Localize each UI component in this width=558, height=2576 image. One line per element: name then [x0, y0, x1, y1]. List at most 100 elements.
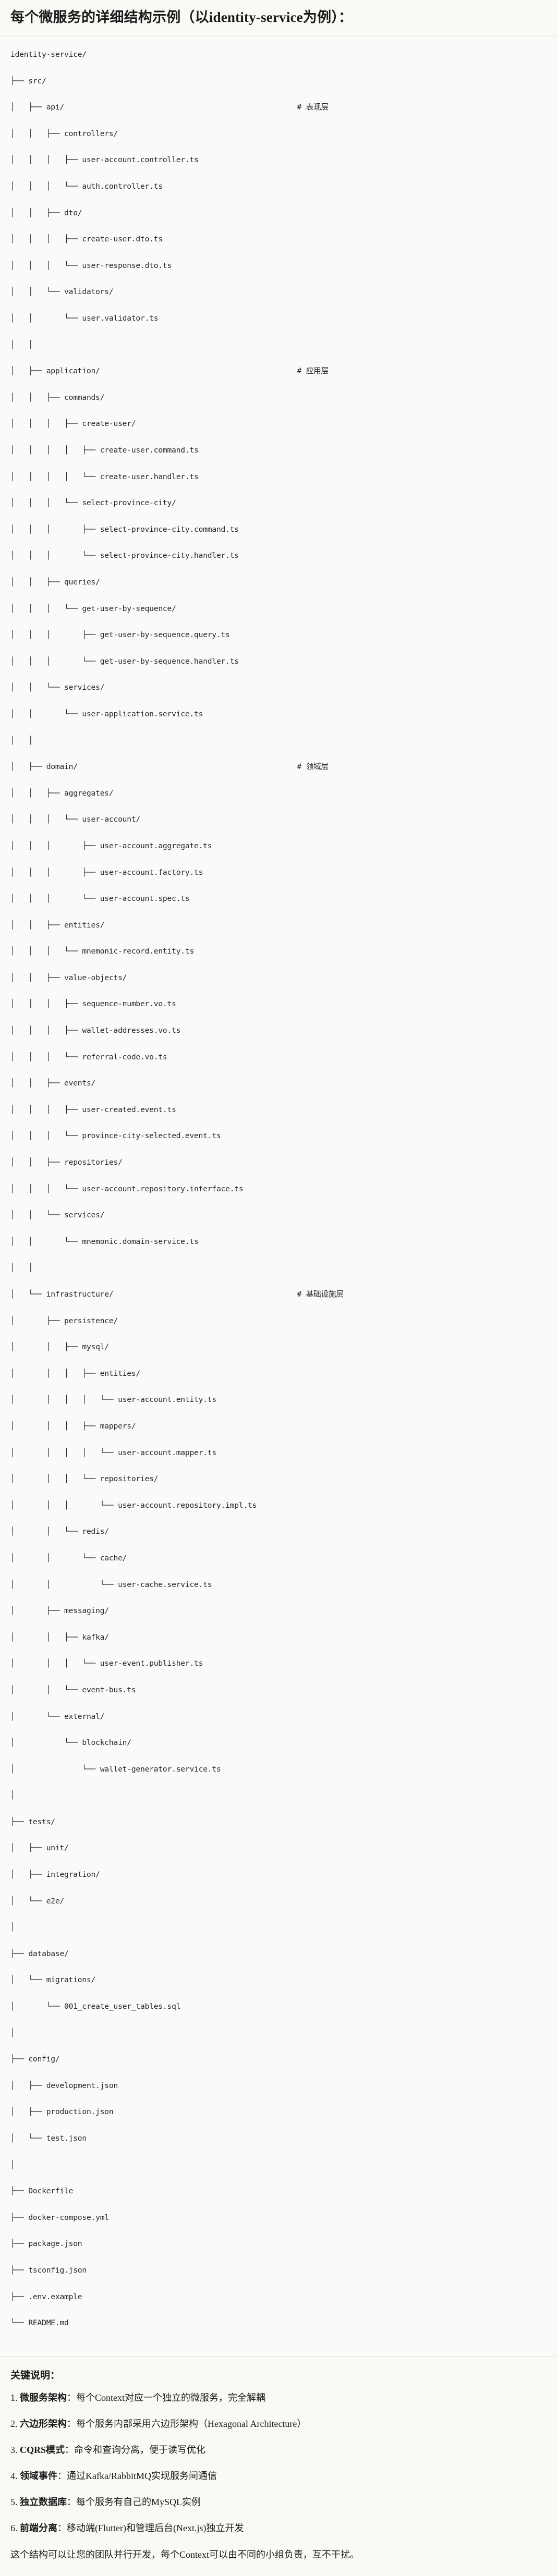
tree-row: │ │ │ └── user-account.repository.impl.t…: [10, 1499, 548, 1512]
tree-row: │ │ ├── aggregates/: [10, 787, 548, 800]
tree-row: │ │ │ └── user-account.spec.ts: [10, 892, 548, 905]
note-description: ：每个服务内部采用六边形架构（Hexagonal Architecture）: [67, 2418, 307, 2429]
tree-row: │ │ └── user-cache.service.ts: [10, 1578, 548, 1591]
tree-row: │ │ └── services/: [10, 1208, 548, 1222]
tree-row: ├── tests/: [10, 1815, 548, 1828]
tree-comment-spacer: [100, 367, 297, 375]
tree-node-label: │ │ └── user.validator.ts: [10, 314, 159, 323]
tree-row: │ ├── api/ # 表现层: [10, 101, 548, 114]
tree-row: │ └── external/: [10, 1710, 548, 1723]
tree-row: │ ├── development.json: [10, 2079, 548, 2092]
tree-node-label: │ │ │ │ └── user-account.mapper.ts: [10, 1448, 216, 1457]
tree-comment-spacer: [113, 1290, 297, 1299]
tree-node-label: │ └── e2e/: [10, 1896, 65, 1906]
tree-comment-spacer: [78, 762, 297, 771]
directory-tree: identity-service/ ├── src/ │ ├── api/ # …: [10, 48, 548, 2343]
tree-node-label: │ │: [10, 736, 33, 745]
tree-row: ├── config/: [10, 2053, 548, 2066]
tree-node-label: │ │ ├── mysql/: [10, 1342, 109, 1352]
tree-row: │: [10, 1921, 548, 1934]
tree-node-label: │ │ │ └── user-response.dto.ts: [10, 261, 172, 270]
tree-node-label: │ │ │ └── user-account.spec.ts: [10, 894, 190, 904]
tree-node-label: │ │ │ └── user-account.repository.impl.t…: [10, 1500, 257, 1510]
tree-row: │ │ │ │ └── user-account.mapper.ts: [10, 1446, 548, 1459]
tree-row: │ ├── unit/: [10, 1841, 548, 1854]
tree-row: │ └── blockchain/: [10, 1736, 548, 1749]
tree-node-label: │ │ │ └── user-event.publisher.ts: [10, 1659, 203, 1668]
tree-row: │ │ ├── controllers/: [10, 127, 548, 140]
tree-row: │ │ │ ├── select-province-city.command.t…: [10, 523, 548, 536]
tree-row: │ │ ├── dto/: [10, 206, 548, 219]
tree-node-label: │: [10, 2028, 15, 2037]
note-term: 前端分离: [20, 2522, 57, 2533]
tree-node-label: │ │ │ ├── entities/: [10, 1369, 140, 1378]
tree-node-label: ├── config/: [10, 2055, 60, 2064]
tree-row: │ └── 001_create_user_tables.sql: [10, 2000, 548, 2013]
tree-node-label: │ │ └── services/: [10, 683, 105, 692]
tree-row: │ └── infrastructure/ # 基础设施层: [10, 1288, 548, 1301]
tree-row: │ │ │ ├── get-user-by-sequence.query.ts: [10, 628, 548, 641]
note-description: ：每个服务有自己的MySQL实例: [67, 2496, 201, 2507]
tree-node-label: │ │ │ ├── user-account.factory.ts: [10, 868, 203, 877]
tree-row: │ ├── messaging/: [10, 1604, 548, 1617]
tree-row: │ │ │ └── select-province-city/: [10, 496, 548, 509]
tree-node-label: │ │: [10, 340, 33, 349]
tree-node-label: │ │ │ └── repositories/: [10, 1474, 159, 1484]
tree-node-label: │ │ ├── entities/: [10, 920, 105, 930]
tree-node-label: │ │ │ └── user-account.repository.interf…: [10, 1184, 244, 1193]
tree-node-label: ├── tsconfig.json: [10, 2265, 87, 2275]
tree-row: │ │ │ ├── sequence-number.vo.ts: [10, 997, 548, 1010]
tree-row: │ ├── persistence/: [10, 1314, 548, 1327]
tree-node-label: │ └── external/: [10, 1712, 105, 1721]
tree-node-label: └── README.md: [10, 2318, 69, 2328]
tree-node-label: │: [10, 2160, 15, 2169]
tree-row: │ │ ├── events/: [10, 1077, 548, 1090]
tree-node-label: │ │ │ └── province-city-selected.event.t…: [10, 1131, 221, 1141]
tree-node-label: │ │ ├── value-objects/: [10, 973, 127, 982]
tree-row: │ │ │ └── user-event.publisher.ts: [10, 1657, 548, 1670]
note-number: 3.: [10, 2444, 20, 2455]
tree-row: │ │ │ ├── entities/: [10, 1367, 548, 1380]
tree-row: │ │ │ └── user-account.repository.interf…: [10, 1182, 548, 1195]
tree-row: │ │ ├── entities/: [10, 919, 548, 932]
note-number: 5.: [10, 2496, 20, 2507]
tree-node-label: │ ├── production.json: [10, 2107, 114, 2117]
tree-node-label: │ │ │ └── select-province-city/: [10, 498, 176, 508]
tree-row: identity-service/: [10, 48, 548, 61]
tree-node-label: │ ├── persistence/: [10, 1316, 118, 1325]
tree-node-label: │ └── test.json: [10, 2134, 87, 2143]
tree-node-label: │ ├── application/: [10, 367, 100, 376]
tree-node-label: │ └── 001_create_user_tables.sql: [10, 2002, 181, 2011]
tree-row: │ └── migrations/: [10, 1973, 548, 1986]
tree-row: │ │ ├── queries/: [10, 576, 548, 589]
tree-row: │ │: [10, 1261, 548, 1274]
tree-node-label: │ │ │ └── mnemonic-record.entity.ts: [10, 947, 195, 956]
tree-row: │ │ │ ├── user-created.event.ts: [10, 1103, 548, 1116]
tree-node-label: │ │ └── validators/: [10, 287, 114, 297]
tree-node-label: │ │ │ └── referral-code.vo.ts: [10, 1052, 167, 1061]
tree-row: │ │ │ └── get-user-by-sequence/: [10, 602, 548, 615]
note-term: 独立数据库: [20, 2496, 67, 2507]
tree-node-label: │ │ ├── kafka/: [10, 1632, 109, 1642]
tree-node-label: │ │ │ └── auth.controller.ts: [10, 182, 163, 191]
tree-row: │ │ ├── kafka/: [10, 1631, 548, 1644]
note-term: CQRS模式: [20, 2444, 65, 2455]
tree-node-label: │ ├── integration/: [10, 1870, 100, 1879]
tree-row: │ │ │ └── repositories/: [10, 1472, 548, 1485]
tree-row: │ │ │ ├── mappers/: [10, 1420, 548, 1433]
tree-row: │ │ │ └── mnemonic-record.entity.ts: [10, 945, 548, 958]
note-term: 领域事件: [20, 2470, 57, 2481]
tree-node-label: │ │ ├── repositories/: [10, 1158, 123, 1167]
tree-node-label: │ │ ├── dto/: [10, 208, 82, 217]
tree-node-label: │ │ └── services/: [10, 1211, 105, 1220]
tree-row: │ │ └── cache/: [10, 1552, 548, 1565]
directory-tree-block: identity-service/ ├── src/ │ ├── api/ # …: [0, 36, 558, 2357]
tree-node-label: ├── Dockerfile: [10, 2187, 74, 2196]
tree-node-label: │ │ │ ├── user-account.controller.ts: [10, 155, 199, 165]
tree-row: │ │ │ └── user-response.dto.ts: [10, 259, 548, 272]
tree-row: │ │ └── redis/: [10, 1525, 548, 1538]
page-title: 每个微服务的详细结构示例（以identity-service为例）：: [10, 9, 353, 25]
note-number: 1.: [10, 2392, 20, 2403]
tree-row: │ │ │ ├── create-user/: [10, 417, 548, 430]
